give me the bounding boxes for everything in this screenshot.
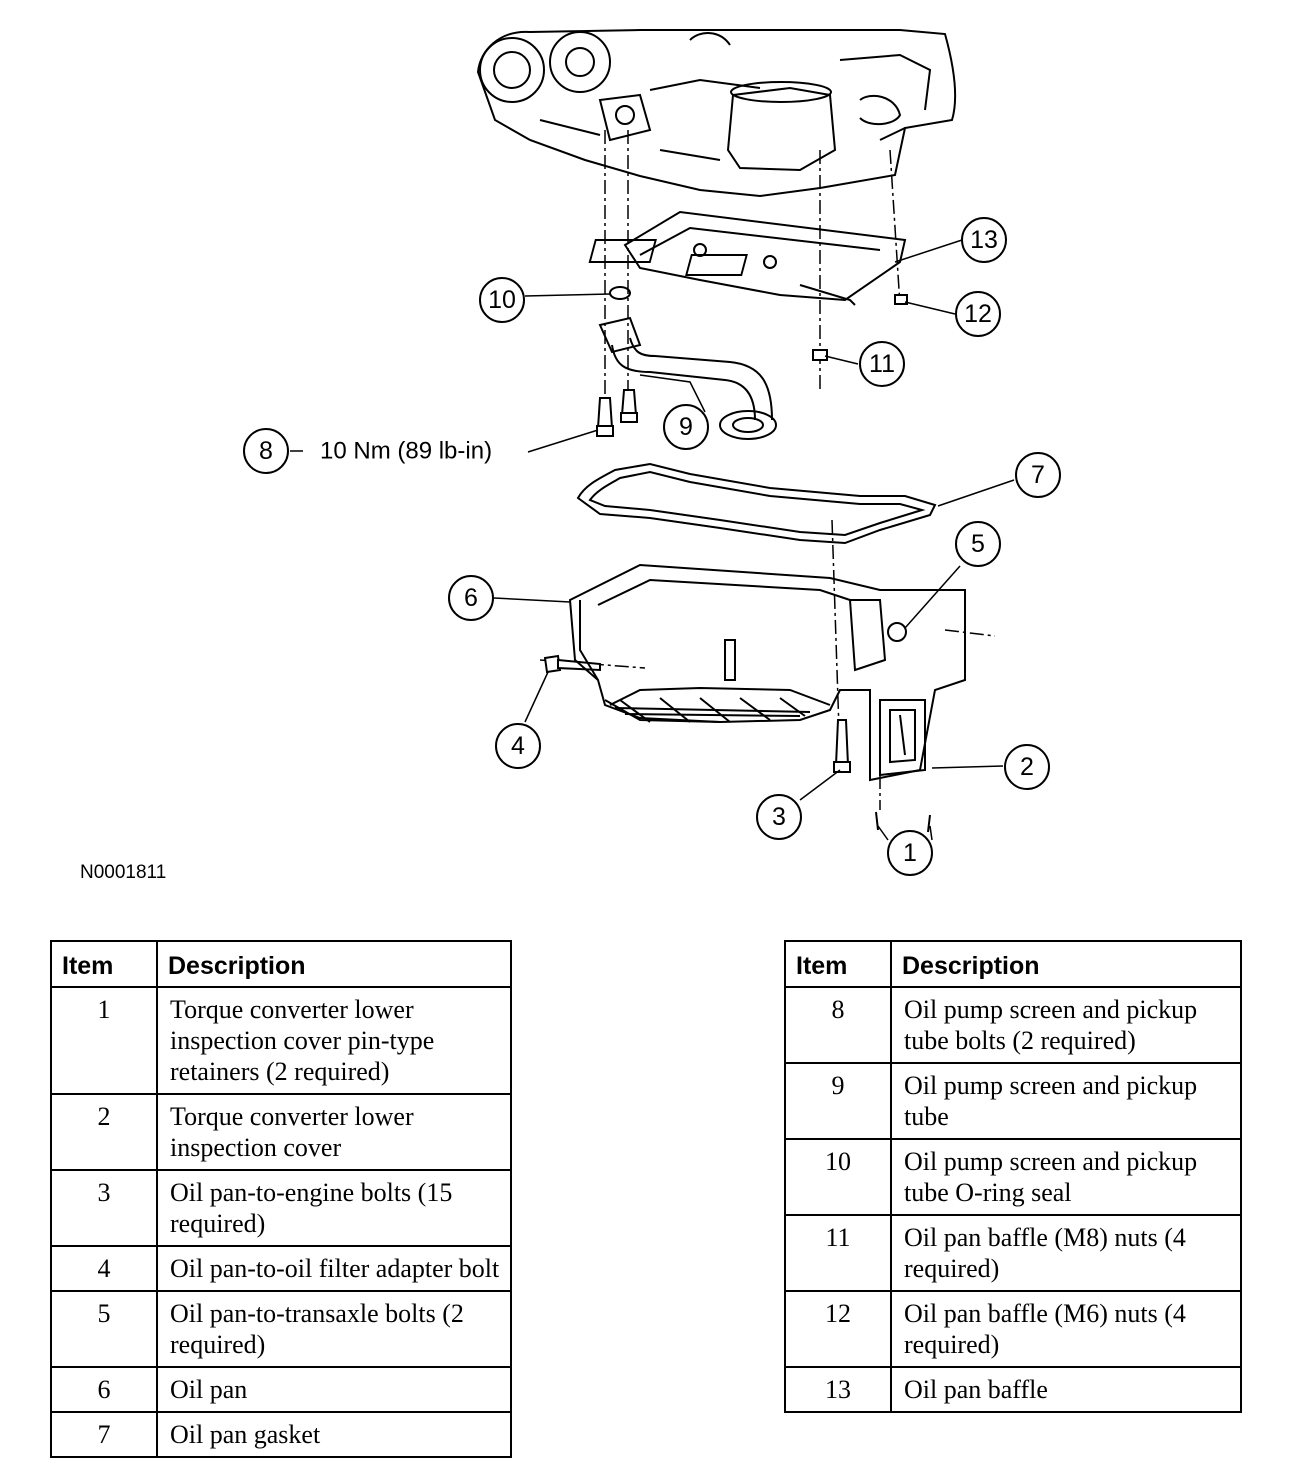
leader-lines bbox=[290, 239, 1015, 841]
svg-text:12: 12 bbox=[964, 300, 992, 328]
callout-5: 5 bbox=[955, 521, 1001, 567]
table-row: 6 Oil pan bbox=[50, 1366, 512, 1413]
table-row: 12 Oil pan baffle (M6) nuts (4 required) bbox=[784, 1290, 1242, 1368]
table-row: 3 Oil pan-to-engine bolts (15 required) bbox=[50, 1169, 512, 1247]
alignment-lines bbox=[539, 130, 996, 810]
callout-9: 9 bbox=[663, 404, 709, 450]
item-number: 7 bbox=[50, 1411, 158, 1458]
item-description: Oil pan baffle bbox=[890, 1366, 1242, 1413]
callout-2: 2 bbox=[1004, 744, 1050, 790]
bolts-illustration bbox=[543, 294, 931, 833]
item-number: 8 bbox=[784, 986, 892, 1064]
table-row: 7 Oil pan gasket bbox=[50, 1411, 512, 1458]
table-row: 5 Oil pan-to-transaxle bolts (2 required… bbox=[50, 1290, 512, 1368]
svg-text:11: 11 bbox=[869, 350, 895, 378]
table-row: 4 Oil pan-to-oil filter adapter bolt bbox=[50, 1245, 512, 1292]
item-number: 6 bbox=[50, 1366, 158, 1413]
svg-text:10: 10 bbox=[488, 286, 516, 314]
oil-pan-illustration bbox=[568, 563, 966, 782]
svg-text:13: 13 bbox=[970, 226, 998, 254]
callout-6: 6 bbox=[448, 575, 494, 621]
table-row: 1 Torque converter lower inspection cove… bbox=[50, 986, 512, 1095]
item-description: Oil pan baffle (M8) nuts (4 required) bbox=[890, 1214, 1242, 1292]
item-number: 3 bbox=[50, 1169, 158, 1247]
item-description: Torque converter lower inspection cover bbox=[156, 1093, 512, 1171]
pickup-tube-illustration bbox=[598, 286, 777, 440]
table-row: 2 Torque converter lower inspection cove… bbox=[50, 1093, 512, 1171]
item-number: 1 bbox=[50, 986, 158, 1095]
callout-13: 13 bbox=[961, 217, 1007, 263]
item-number: 4 bbox=[50, 1245, 158, 1292]
svg-text:9: 9 bbox=[679, 413, 693, 441]
column-header-description: Description bbox=[156, 940, 512, 988]
svg-text:3: 3 bbox=[772, 803, 786, 831]
item-description: Oil pan baffle (M6) nuts (4 required) bbox=[890, 1290, 1242, 1368]
svg-text:7: 7 bbox=[1031, 461, 1045, 489]
exploded-view-diagram: 13 12 11 10 9 8 10 Nm (89 lb-in) 7 5 6 4… bbox=[243, 29, 1061, 876]
callout-11: 11 bbox=[859, 341, 905, 387]
item-description: Oil pump screen and pickup tube bolts (2… bbox=[890, 986, 1242, 1064]
oil-pan-gasket-illustration bbox=[576, 462, 937, 545]
item-description: Oil pan bbox=[156, 1366, 512, 1413]
svg-text:8: 8 bbox=[259, 437, 273, 465]
svg-text:1: 1 bbox=[903, 839, 917, 867]
item-description: Oil pan-to-engine bolts (15 required) bbox=[156, 1169, 512, 1247]
callout-4: 4 bbox=[495, 723, 541, 769]
table-header-row: Item Description bbox=[50, 940, 512, 988]
callout-1: 1 bbox=[887, 830, 933, 876]
item-description: Torque converter lower inspection cover … bbox=[156, 986, 512, 1095]
oil-pan-baffle-illustration bbox=[588, 210, 907, 306]
callout-7: 7 bbox=[1015, 452, 1061, 498]
torque-spec-label: 10 Nm (89 lb-in) bbox=[320, 438, 492, 465]
item-number: 11 bbox=[784, 1214, 892, 1292]
item-description: Oil pan-to-oil filter adapter bolt bbox=[156, 1245, 512, 1292]
item-number: 10 bbox=[784, 1138, 892, 1216]
callout-10: 10 bbox=[479, 277, 525, 323]
item-number: 13 bbox=[784, 1366, 892, 1413]
item-description: Oil pump screen and pickup tube O-ring s… bbox=[890, 1138, 1242, 1216]
table-row: 10 Oil pump screen and pickup tube O-rin… bbox=[784, 1138, 1242, 1216]
svg-text:6: 6 bbox=[464, 584, 478, 612]
engine-block-illustration bbox=[476, 29, 957, 198]
callout-12: 12 bbox=[955, 291, 1001, 337]
column-header-item: Item bbox=[784, 940, 892, 988]
svg-text:5: 5 bbox=[971, 530, 985, 558]
svg-text:4: 4 bbox=[511, 732, 525, 760]
table-header-row: Item Description bbox=[784, 940, 1242, 988]
item-number: 9 bbox=[784, 1062, 892, 1140]
callout-3: 3 bbox=[756, 794, 802, 840]
item-number: 5 bbox=[50, 1290, 158, 1368]
legend-table-left: Item Description 1 Torque converter lowe… bbox=[50, 940, 512, 1458]
table-row: 13 Oil pan baffle bbox=[784, 1366, 1242, 1413]
item-number: 2 bbox=[50, 1093, 158, 1171]
svg-text:2: 2 bbox=[1020, 753, 1034, 781]
callout-8: 8 bbox=[243, 428, 289, 474]
column-header-description: Description bbox=[890, 940, 1242, 988]
column-header-item: Item bbox=[50, 940, 158, 988]
legend-table-right: Item Description 8 Oil pump screen and p… bbox=[784, 940, 1242, 1413]
item-description: Oil pump screen and pickup tube bbox=[890, 1062, 1242, 1140]
item-description: Oil pan gasket bbox=[156, 1411, 512, 1458]
table-row: 9 Oil pump screen and pickup tube bbox=[784, 1062, 1242, 1140]
item-description: Oil pan-to-transaxle bolts (2 required) bbox=[156, 1290, 512, 1368]
table-row: 11 Oil pan baffle (M8) nuts (4 required) bbox=[784, 1214, 1242, 1292]
figure-id: N0001811 bbox=[80, 862, 167, 883]
table-row: 8 Oil pump screen and pickup tube bolts … bbox=[784, 986, 1242, 1064]
item-number: 12 bbox=[784, 1290, 892, 1368]
